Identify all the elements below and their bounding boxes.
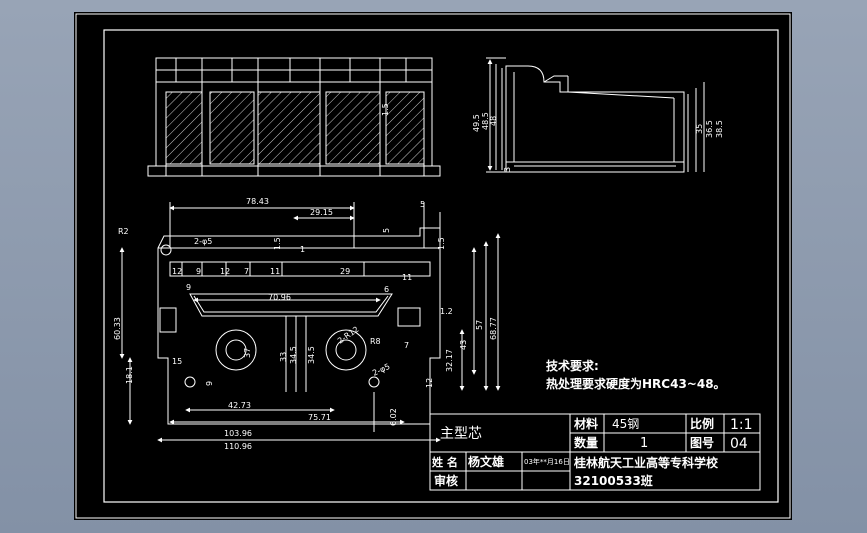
plan-view: [119, 202, 501, 443]
dim-18-1: 18.1: [125, 366, 134, 384]
dim-33: 33: [279, 352, 288, 362]
dim-75-71: 75.71: [308, 413, 331, 422]
title-block: [429, 413, 761, 491]
dim-5-b: 5: [382, 228, 391, 233]
dim-2-phi5b: 2-φ5: [371, 362, 391, 378]
dim-1: 1: [300, 245, 305, 254]
dim-103-96: 103.96: [224, 429, 252, 438]
name-label: 姓 名: [432, 455, 458, 469]
tech-req-line1: 热处理要求硬度为HRC43~48。: [546, 376, 726, 391]
dim-6-02: 6.02: [389, 408, 398, 426]
dim-9-c: 9: [205, 381, 214, 386]
dim-43: 43: [459, 340, 468, 350]
dim-11-b: 11: [402, 273, 412, 282]
dim-32-17: 32.17: [445, 349, 454, 372]
dim-57: 57: [475, 320, 484, 330]
tech-req-heading: 技术要求:: [546, 358, 599, 373]
dim-60-33: 60.33: [113, 317, 122, 340]
name-value: 杨文雄: [468, 454, 504, 469]
date-value: 03年**月16日: [524, 457, 570, 466]
dim-5-top: 5: [420, 200, 425, 209]
dim-1-5-b: 1.5: [437, 237, 446, 250]
drawing-sheet: 1.5 49.5 48.5 48 3 35 36.5 38.5: [74, 12, 792, 520]
inner-frame: [103, 29, 779, 503]
side-view: [486, 57, 705, 173]
dim-1-5-a: 1.5: [273, 237, 282, 250]
drawing-no-label: 图号: [690, 435, 714, 450]
dim-9-a: 9: [196, 267, 201, 276]
dim-42-73: 42.73: [228, 401, 251, 410]
dim-12-b: 12: [220, 267, 230, 276]
front-section-view: [147, 57, 441, 177]
dim-68-77: 68.77: [489, 317, 498, 340]
dim-1-2: 1.2: [440, 307, 453, 316]
dim-35: 35: [695, 124, 704, 134]
cad-drawing: 1.5 49.5 48.5 48 3 35 36.5 38.5: [75, 13, 791, 519]
review-label: 审核: [434, 473, 458, 488]
dim-11-a: 11: [270, 267, 280, 276]
dim-r8: R8: [370, 337, 381, 346]
scale-value: 1:1: [730, 417, 753, 433]
part-name: 主型芯: [440, 426, 482, 442]
dim-110-96: 110.96: [224, 442, 252, 451]
school-name: 桂林航天工业高等专科学校: [573, 455, 719, 470]
dim-6: 6: [384, 285, 389, 294]
class-id: 32100533班: [574, 473, 653, 488]
material-label: 材料: [573, 416, 598, 431]
dim-2-phi5: 2-φ5: [194, 237, 212, 246]
dim-9-b: 9: [186, 283, 191, 292]
dim-48: 48: [489, 116, 498, 126]
dim-29: 29: [340, 267, 350, 276]
dim-34-5b: 34.5: [307, 346, 316, 364]
scale-label: 比例: [690, 416, 714, 431]
dim-3: 3: [503, 167, 512, 172]
dim-49-5: 49.5: [472, 114, 481, 132]
dim-78-43: 78.43: [246, 197, 269, 206]
dim-38-5: 38.5: [715, 120, 724, 138]
dim-48-5: 48.5: [481, 112, 490, 130]
dim-1-5-top: 1.5: [381, 103, 390, 116]
dim-12-c: 12: [425, 378, 434, 388]
dim-7-a: 7: [244, 267, 249, 276]
dim-7-b: 7: [404, 341, 409, 350]
dim-36-5: 36.5: [705, 120, 714, 138]
dim-37: 37: [243, 348, 252, 358]
dim-12-a: 12: [172, 267, 182, 276]
dim-2-r12: 2-R12: [336, 325, 361, 346]
dim-r2: R2: [118, 227, 129, 236]
quantity-value: 1: [640, 436, 648, 451]
dim-15-phi: 15: [172, 357, 182, 366]
drawing-no-value: 04: [730, 436, 748, 452]
dim-70-96: 70.96: [268, 293, 291, 302]
dim-29-15: 29.15: [310, 208, 333, 217]
outer-frame: [75, 13, 791, 519]
dim-34-5: 34.5: [289, 346, 298, 364]
quantity-label: 数量: [574, 435, 598, 450]
material-value: 45钢: [612, 417, 639, 431]
